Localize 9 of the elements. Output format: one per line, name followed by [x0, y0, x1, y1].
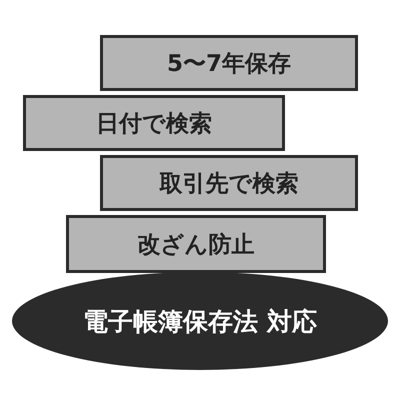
- node-label: 日付で検索: [96, 110, 212, 138]
- feature-box: [23, 95, 285, 151]
- node-label: 5〜7年保存: [166, 50, 291, 78]
- node-label: 取引先で検索: [160, 170, 298, 198]
- node-label: 改ざん防止: [138, 230, 254, 260]
- feature-box: [100, 35, 358, 91]
- node-label: 電子帳簿保存法 対応: [83, 306, 317, 338]
- feature-box: [100, 155, 358, 211]
- feature-box: [66, 215, 326, 273]
